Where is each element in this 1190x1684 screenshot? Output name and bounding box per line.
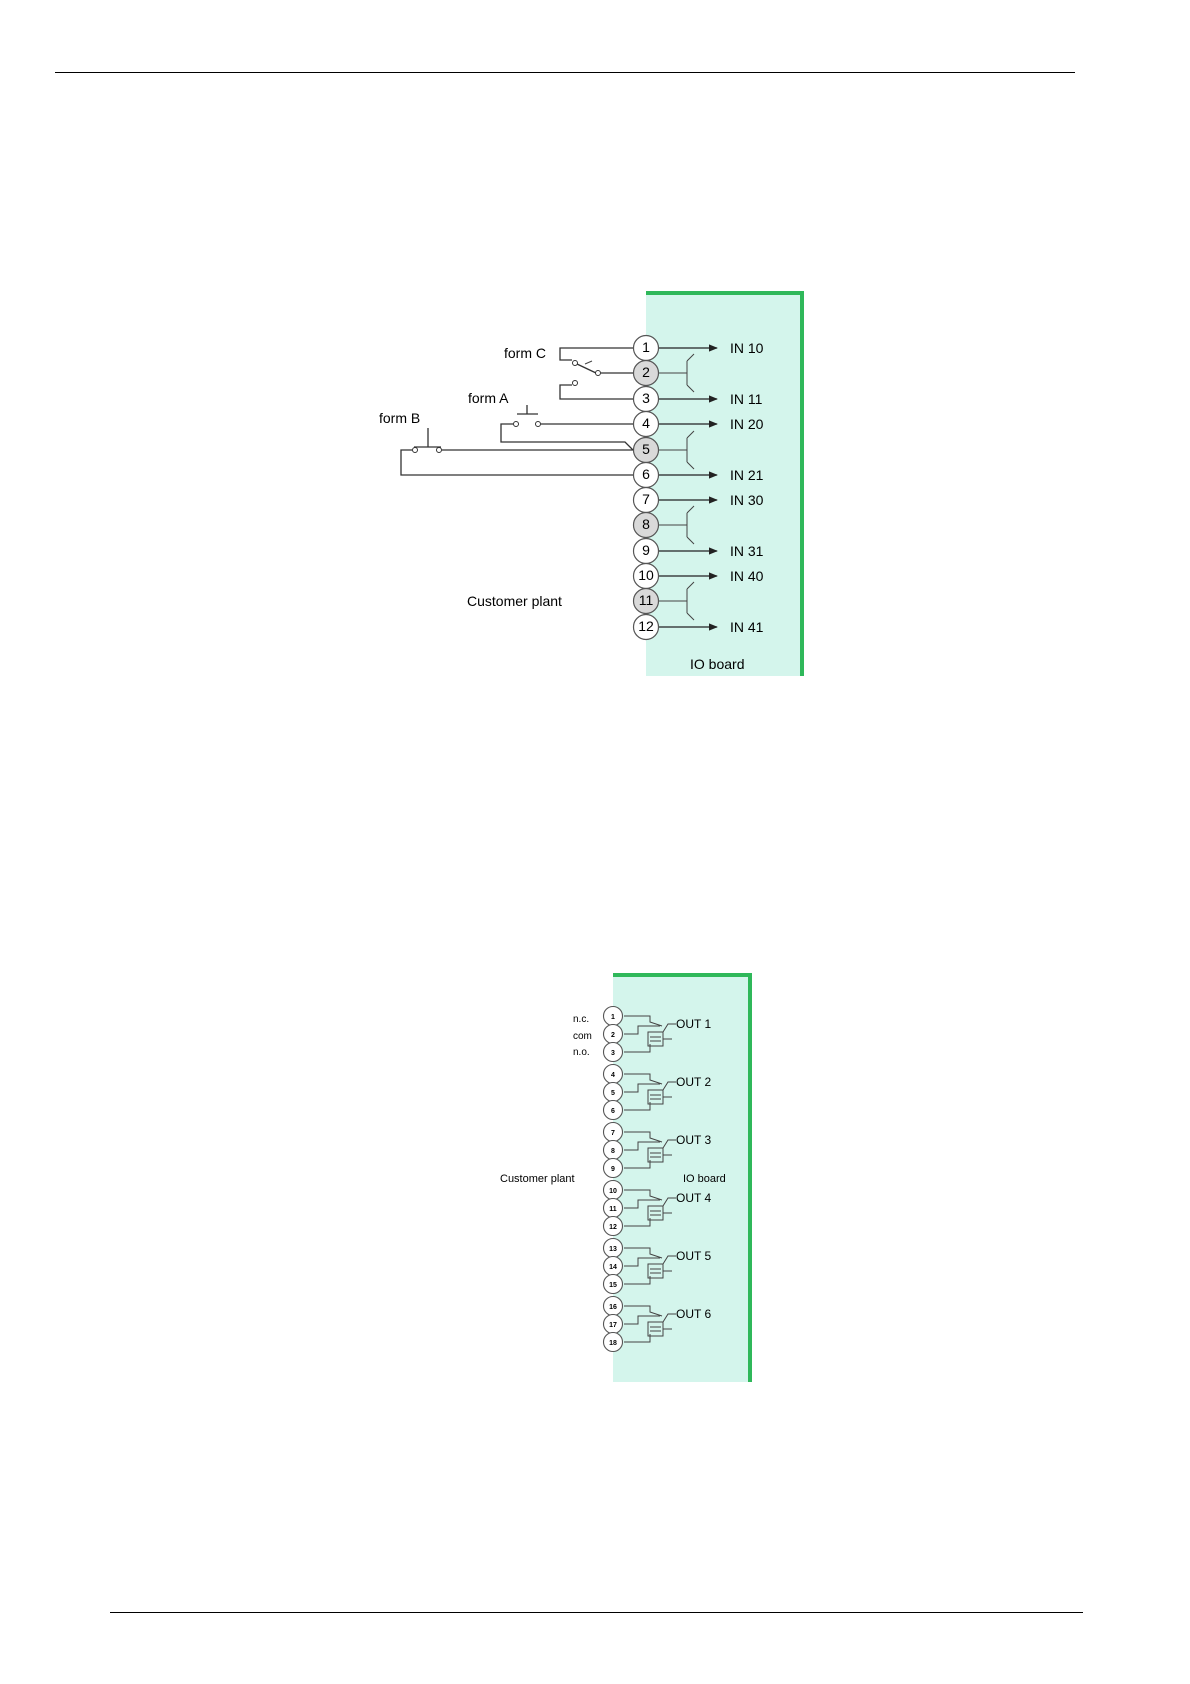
relay-4-terminal-number: 10: [609, 1188, 617, 1195]
contact-label-no: n.o.: [573, 1047, 590, 1058]
relay-4-terminal-number: 12: [609, 1224, 617, 1231]
relay-1-label: OUT 1: [676, 1017, 711, 1031]
contact-label-com: com: [573, 1031, 592, 1042]
relay-3-label: OUT 3: [676, 1133, 711, 1147]
relay-2-label: OUT 2: [676, 1075, 711, 1089]
relay-6-terminal-number: 16: [609, 1304, 617, 1311]
relay-3-terminal-number: 7: [611, 1130, 615, 1137]
relay-3-terminal-number: 9: [611, 1166, 615, 1173]
relay-4-terminal-number: 11: [609, 1206, 617, 1213]
contact-label-nc: n.c.: [573, 1014, 589, 1025]
relay-6-terminal-number: 18: [609, 1340, 617, 1347]
relay-3-terminal-number: 8: [611, 1148, 615, 1155]
customer-plant-label-output: Customer plant: [500, 1173, 575, 1185]
relay-6-terminal-number: 17: [609, 1322, 617, 1329]
relay-2-terminal-number: 5: [611, 1090, 615, 1097]
relay-2-terminal-number: 6: [611, 1108, 615, 1115]
relay-1-terminal-number: 1: [611, 1014, 615, 1021]
relay-4-label: OUT 4: [676, 1191, 711, 1205]
relay-2-terminal-number: 4: [611, 1072, 615, 1079]
relay-1-terminal-number: 3: [611, 1050, 615, 1057]
io-board-label-output: IO board: [683, 1173, 726, 1185]
relay-5-label: OUT 5: [676, 1249, 711, 1263]
relay-6-label: OUT 6: [676, 1307, 711, 1321]
relay-5-terminal-number: 13: [609, 1246, 617, 1253]
relay-5-terminal-number: 15: [609, 1282, 617, 1289]
relay-5-terminal-number: 14: [609, 1264, 617, 1271]
relay-1-terminal-number: 2: [611, 1032, 615, 1039]
